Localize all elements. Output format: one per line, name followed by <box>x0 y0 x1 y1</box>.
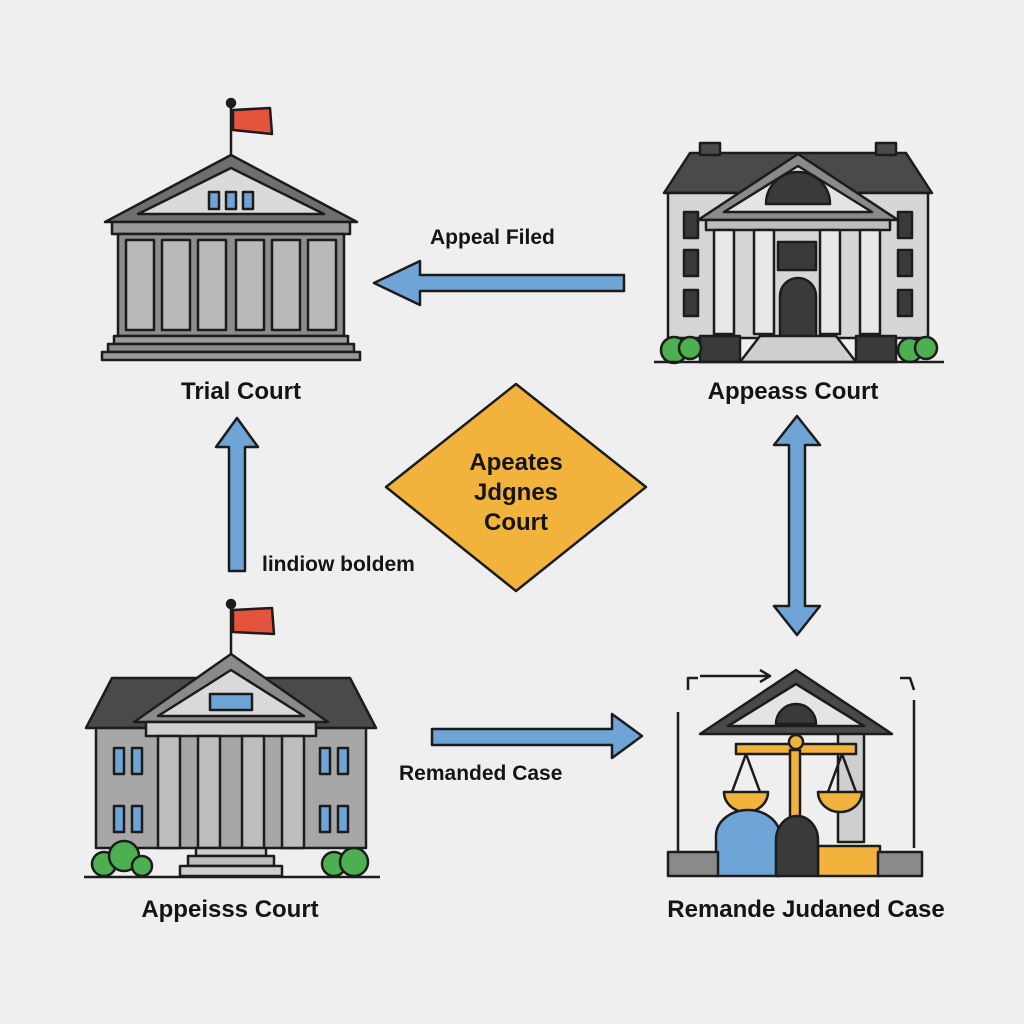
right-double-arrow <box>772 414 822 637</box>
center-diamond-line: Court <box>484 509 548 536</box>
remand-court-icon <box>666 668 924 878</box>
center-diamond-line: Apeates <box>469 449 563 476</box>
left-vertical-arrow <box>214 416 260 573</box>
trial-court-label: Trial Court <box>180 378 302 405</box>
trial-court-icon <box>100 97 362 362</box>
left-vertical-label: lindiow boldem <box>262 553 415 576</box>
appeals-court-top-icon <box>654 141 944 365</box>
appeal-filed-label: Appeal Filed <box>430 226 555 249</box>
center-diamond <box>384 382 648 593</box>
appeals-court-bottom-label: Appeisss Court <box>141 896 319 923</box>
appeals-court-top-label: Appeass Court <box>707 378 879 405</box>
center-diamond-line: Jdgnes <box>473 479 559 506</box>
appeal-filed-arrow <box>372 259 626 307</box>
appeals-court-bottom-icon <box>84 598 380 879</box>
flag-icon <box>231 106 274 136</box>
remand-court-label: Remande Judaned Case <box>667 896 945 923</box>
remanded-case-label: Remanded Case <box>399 762 563 785</box>
remanded-case-arrow <box>430 712 644 760</box>
center-diamond-label: Apeates Jdgnes Court <box>416 448 616 538</box>
